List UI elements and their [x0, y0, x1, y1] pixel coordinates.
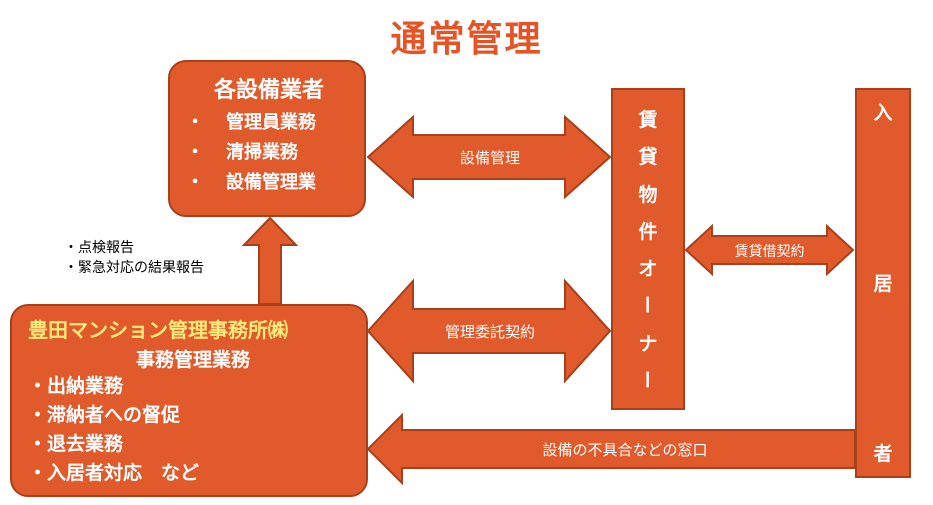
- contractors-box: 各設備業者 ・管理員業務 ・清掃業務 ・設備管理業: [168, 60, 366, 217]
- list-item: ・退去業務: [28, 433, 124, 455]
- contractors-heading: 各設備業者: [213, 78, 324, 103]
- contractors-list: ・管理員業務 ・清掃業務 ・設備管理業: [184, 108, 354, 198]
- report-notes: ・点検報告 ・緊急対応の結果報告: [64, 238, 204, 278]
- bullet: ・: [186, 112, 204, 133]
- window-arrow-label: 設備の不具合などの窓口: [542, 441, 708, 459]
- list-item-label: 清掃業務: [226, 142, 298, 163]
- owner-char: ナ: [638, 332, 658, 355]
- consignment-arrow: [366, 278, 612, 384]
- facility-arrow-label: 設備管理: [459, 149, 520, 167]
- owner-char: オ: [638, 258, 658, 281]
- list-item: ・滞納者への督促: [28, 404, 181, 426]
- owner-char: ー: [635, 369, 658, 389]
- consignment-arrow-label: 管理委託契約: [444, 323, 535, 341]
- owner-char: 賃: [638, 109, 658, 132]
- management-subheading: 事務管理業務: [135, 349, 250, 371]
- list-item: ・出納業務: [28, 375, 124, 397]
- list-item-label: 管理員業務: [226, 112, 316, 133]
- list-item: ・ 管理員業務: [184, 108, 354, 138]
- company-name: 豊田マンション管理事務所㈱: [28, 318, 288, 342]
- facility-arrow: [366, 114, 612, 200]
- report-note-item: ・緊急対応の結果報告: [64, 260, 204, 276]
- report-up-arrow: [241, 216, 299, 305]
- tenant-char: 居: [873, 272, 893, 295]
- bullet: ・: [186, 172, 204, 193]
- list-item: ・ 設備管理業: [184, 168, 354, 198]
- management-box: 豊田マンション管理事務所㈱ 事務管理業務 ・出納業務 ・滞納者への督促 ・退去業…: [10, 304, 368, 497]
- owner-char: 件: [638, 220, 658, 243]
- report-note-item: ・点検報告: [64, 240, 134, 256]
- list-item-label: 設備管理業: [226, 172, 316, 193]
- page-title: 通常管理: [390, 19, 543, 60]
- owner-char: 貸: [638, 146, 658, 169]
- owner-char: ー: [635, 295, 658, 315]
- tenant-box: 入 居 者: [855, 88, 911, 478]
- bullet: ・: [186, 142, 204, 163]
- owner-box: 賃 貸 物 件 オ ー ナ ー: [611, 88, 685, 410]
- list-item: ・ 清掃業務: [184, 138, 354, 168]
- list-item: ・入居者対応 など: [28, 462, 200, 484]
- management-list: ・出納業務 ・滞納者への督促 ・退去業務 ・入居者対応 など: [28, 372, 358, 488]
- tenant-char: 者: [873, 443, 893, 465]
- lease-arrow: [684, 223, 855, 277]
- lease-arrow-label: 賃貸借契約: [734, 244, 805, 260]
- owner-char: 物: [638, 183, 658, 206]
- tenant-char: 入: [873, 102, 893, 124]
